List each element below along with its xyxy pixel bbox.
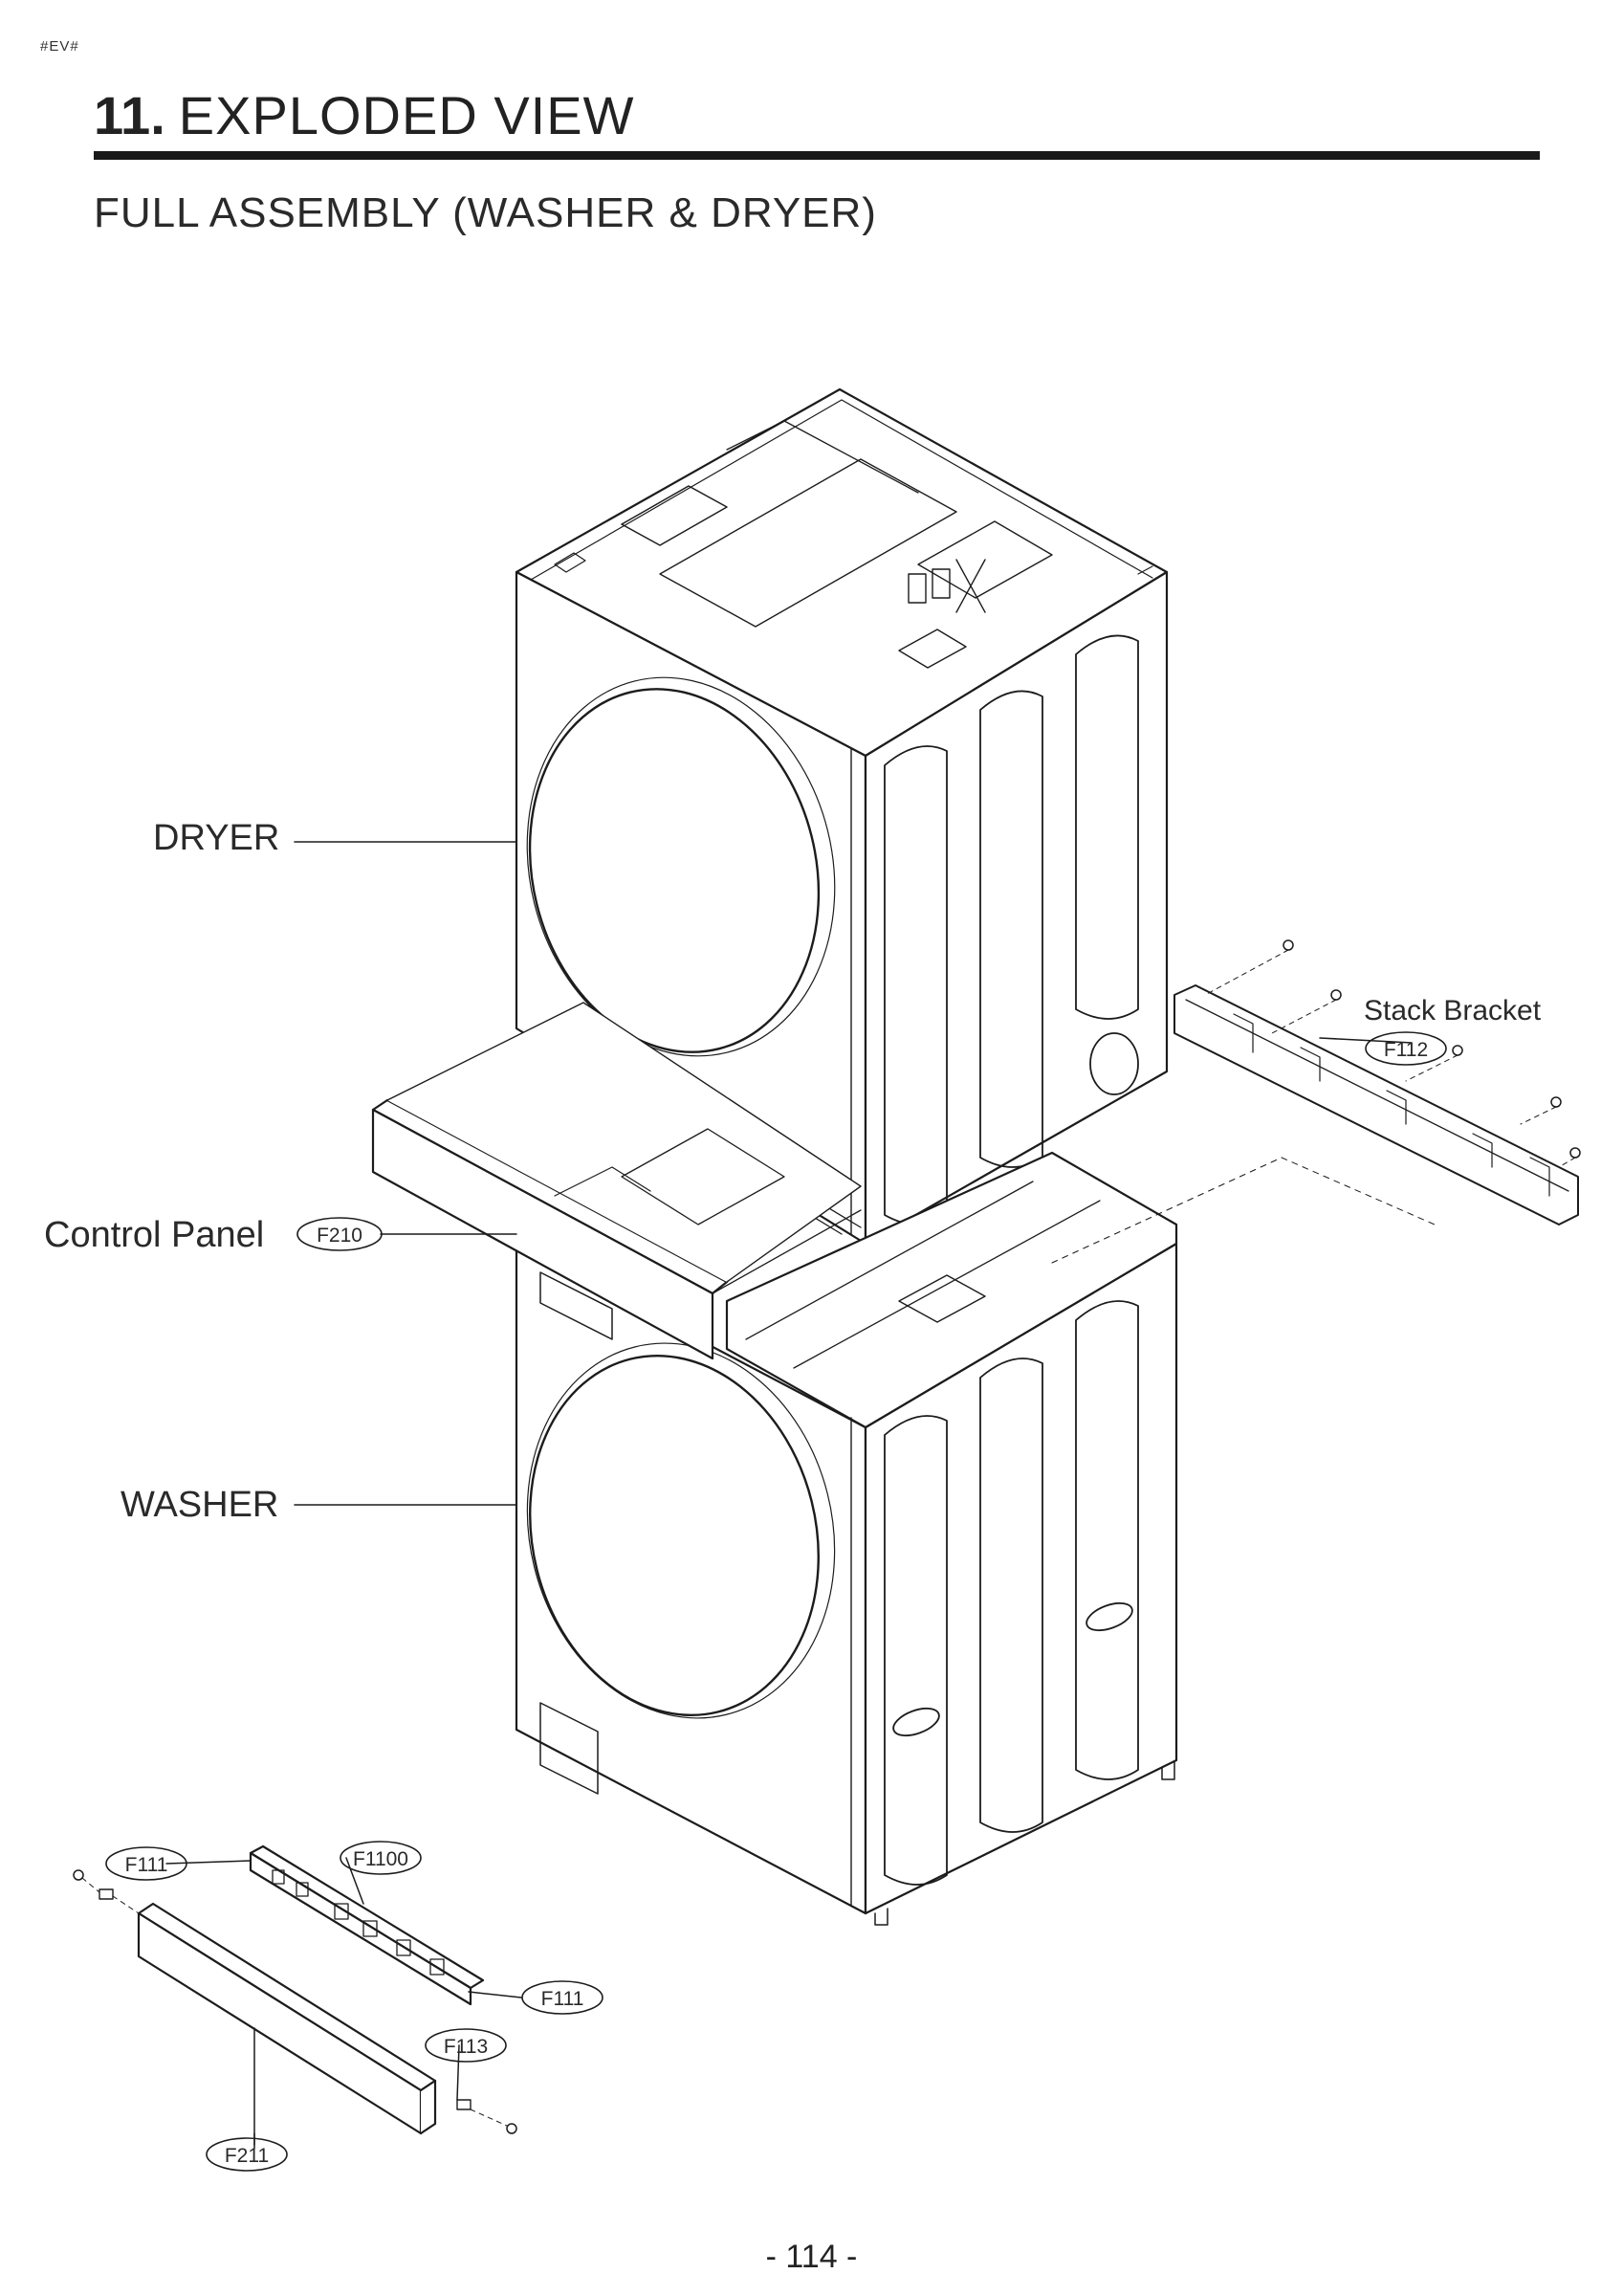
page-subtitle: FULL ASSEMBLY (WASHER & DRYER) <box>94 189 877 236</box>
document-tag: #EV# <box>40 38 79 55</box>
dryer-unit <box>515 387 1169 1246</box>
control-panel-label: Control Panel <box>44 1215 264 1255</box>
callout-f210: F210 <box>317 1225 362 1247</box>
kick-plate-assembly <box>73 1844 517 2135</box>
stack-bracket-label: Stack Bracket <box>1364 995 1542 1027</box>
callout-f111-right: F111 <box>541 1988 584 2010</box>
section-number: 11. <box>94 85 165 145</box>
callout-f113: F113 <box>444 2036 488 2058</box>
dryer-label: DRYER <box>153 818 279 858</box>
callout-f112: F112 <box>1384 1039 1428 1061</box>
washer-unit <box>515 1151 1178 1926</box>
control-panel-tray <box>371 1002 862 1360</box>
leader-lines <box>165 841 1413 2150</box>
section-header: 11.EXPLODED VIEW <box>94 84 1540 149</box>
stack-bracket <box>1051 939 1581 1264</box>
callout-f111-left: F111 <box>125 1854 168 1876</box>
page-number: - 114 - <box>765 2239 858 2275</box>
callout-f1100: F1100 <box>353 1848 408 1870</box>
callout-f211: F211 <box>225 2145 269 2167</box>
washer-label: WASHER <box>121 1485 278 1525</box>
header-rule <box>94 151 1540 160</box>
section-title: EXPLODED VIEW <box>178 85 635 145</box>
